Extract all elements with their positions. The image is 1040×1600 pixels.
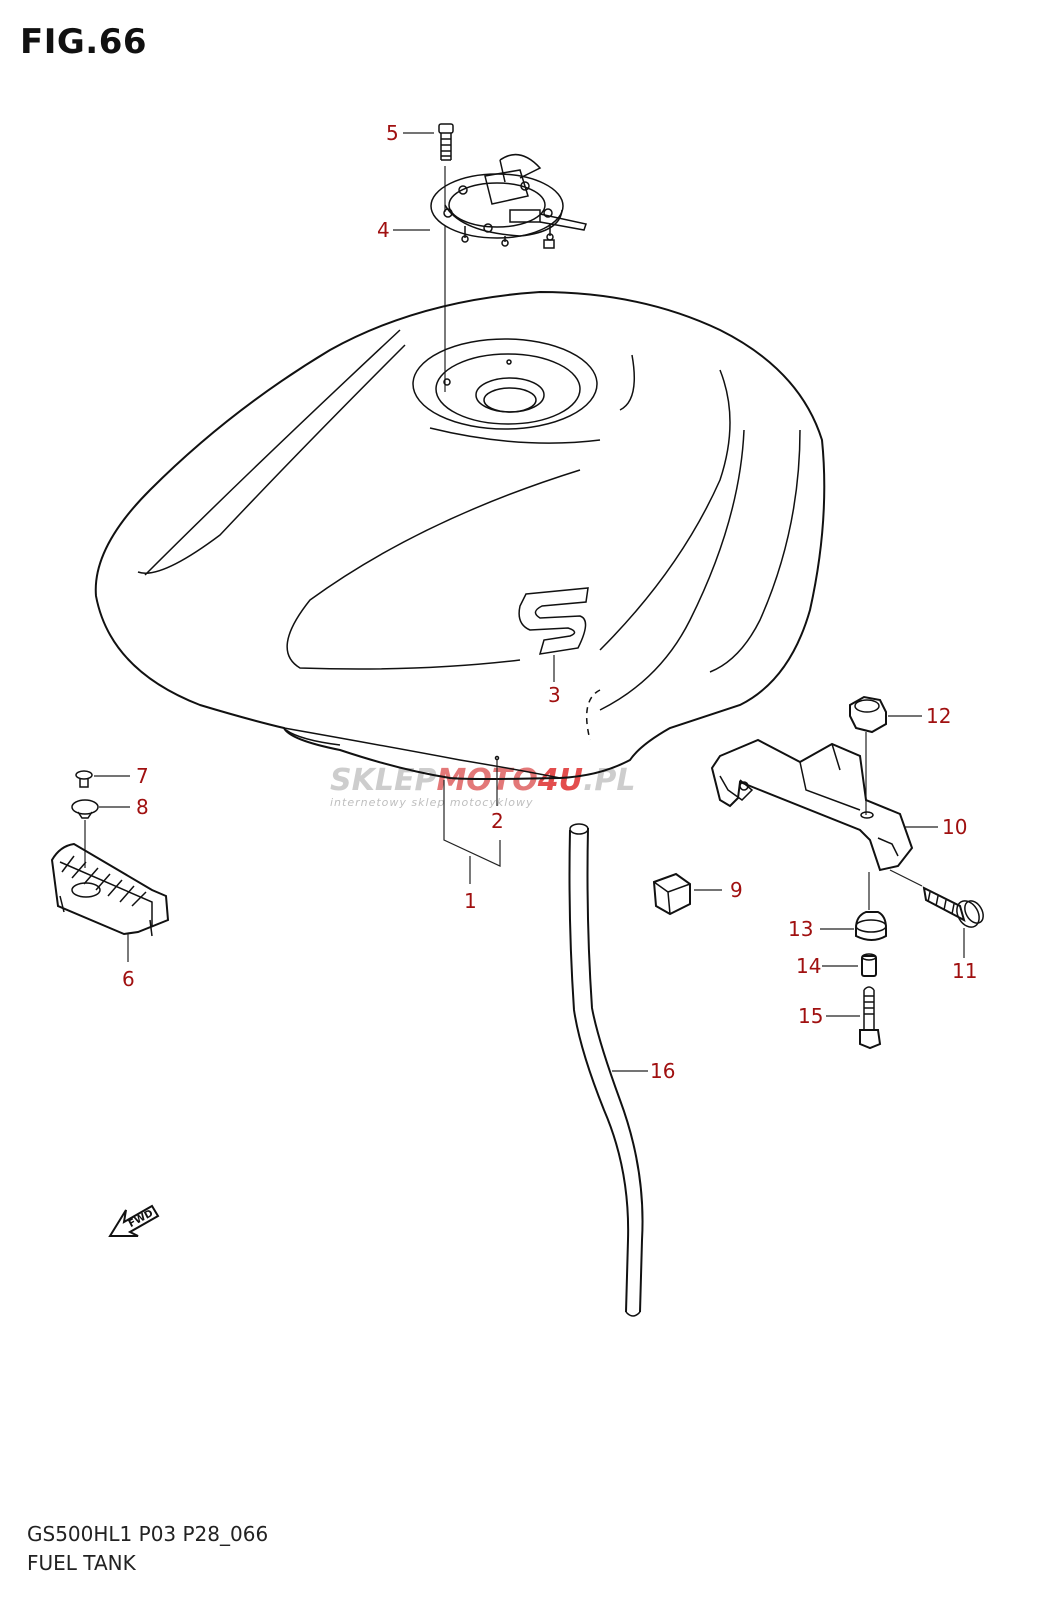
part-2-pin — [494, 755, 500, 806]
callout-10: 10 — [942, 815, 967, 839]
callout-12: 12 — [926, 704, 951, 728]
watermark-brand-1: SKLEP — [330, 763, 436, 798]
callout-6: 6 — [122, 967, 135, 991]
callout-9: 9 — [730, 878, 743, 902]
callout-1: 1 — [464, 889, 477, 913]
part-7-screw — [75, 770, 130, 788]
callout-2: 2 — [491, 809, 504, 833]
svg-text:SKLEPMOTO4U.PL: SKLEPMOTO4U.PL — [330, 763, 636, 798]
callout-13: 13 — [788, 917, 813, 941]
part-6-mount — [50, 842, 170, 962]
part-15-bolt — [826, 986, 882, 1050]
part-14-collar — [822, 953, 877, 977]
part-16-hose — [568, 823, 648, 1317]
callout-7: 7 — [136, 764, 149, 788]
part-11-bolt — [889, 869, 984, 958]
watermark-brand-3: 4U — [537, 763, 583, 798]
callout-15: 15 — [798, 1004, 823, 1028]
part-4-fuel-cap — [430, 153, 587, 249]
part-10-bracket — [710, 738, 938, 872]
callout-11: 11 — [952, 959, 977, 983]
watermark: SKLEPMOTO4U.PL internetowy sklep motocyk… — [330, 763, 636, 809]
part-12-nut — [849, 695, 922, 815]
figure-name: FUEL TANK — [27, 1551, 136, 1575]
callout-5: 5 — [386, 121, 399, 145]
callout-14: 14 — [796, 954, 821, 978]
callout-16: 16 — [650, 1059, 675, 1083]
figure-title: FIG.66 — [20, 22, 148, 62]
model-code: GS500HL1 P03 P28_066 — [27, 1522, 269, 1546]
leader-1 — [443, 780, 501, 884]
part-5-screw — [438, 123, 454, 212]
forward-arrow: FWD — [108, 1204, 160, 1237]
callout-3: 3 — [548, 683, 561, 707]
callout-4: 4 — [377, 218, 390, 242]
part-9-cushion — [652, 872, 722, 916]
callout-8: 8 — [136, 795, 149, 819]
watermark-tagline: internetowy sklep motocyklowy — [330, 796, 534, 809]
part-13-rubber — [820, 872, 887, 941]
part-8-grommet — [71, 799, 130, 868]
part-1-fuel-tank — [94, 290, 826, 780]
watermark-brand-2: MOTO — [436, 763, 537, 798]
